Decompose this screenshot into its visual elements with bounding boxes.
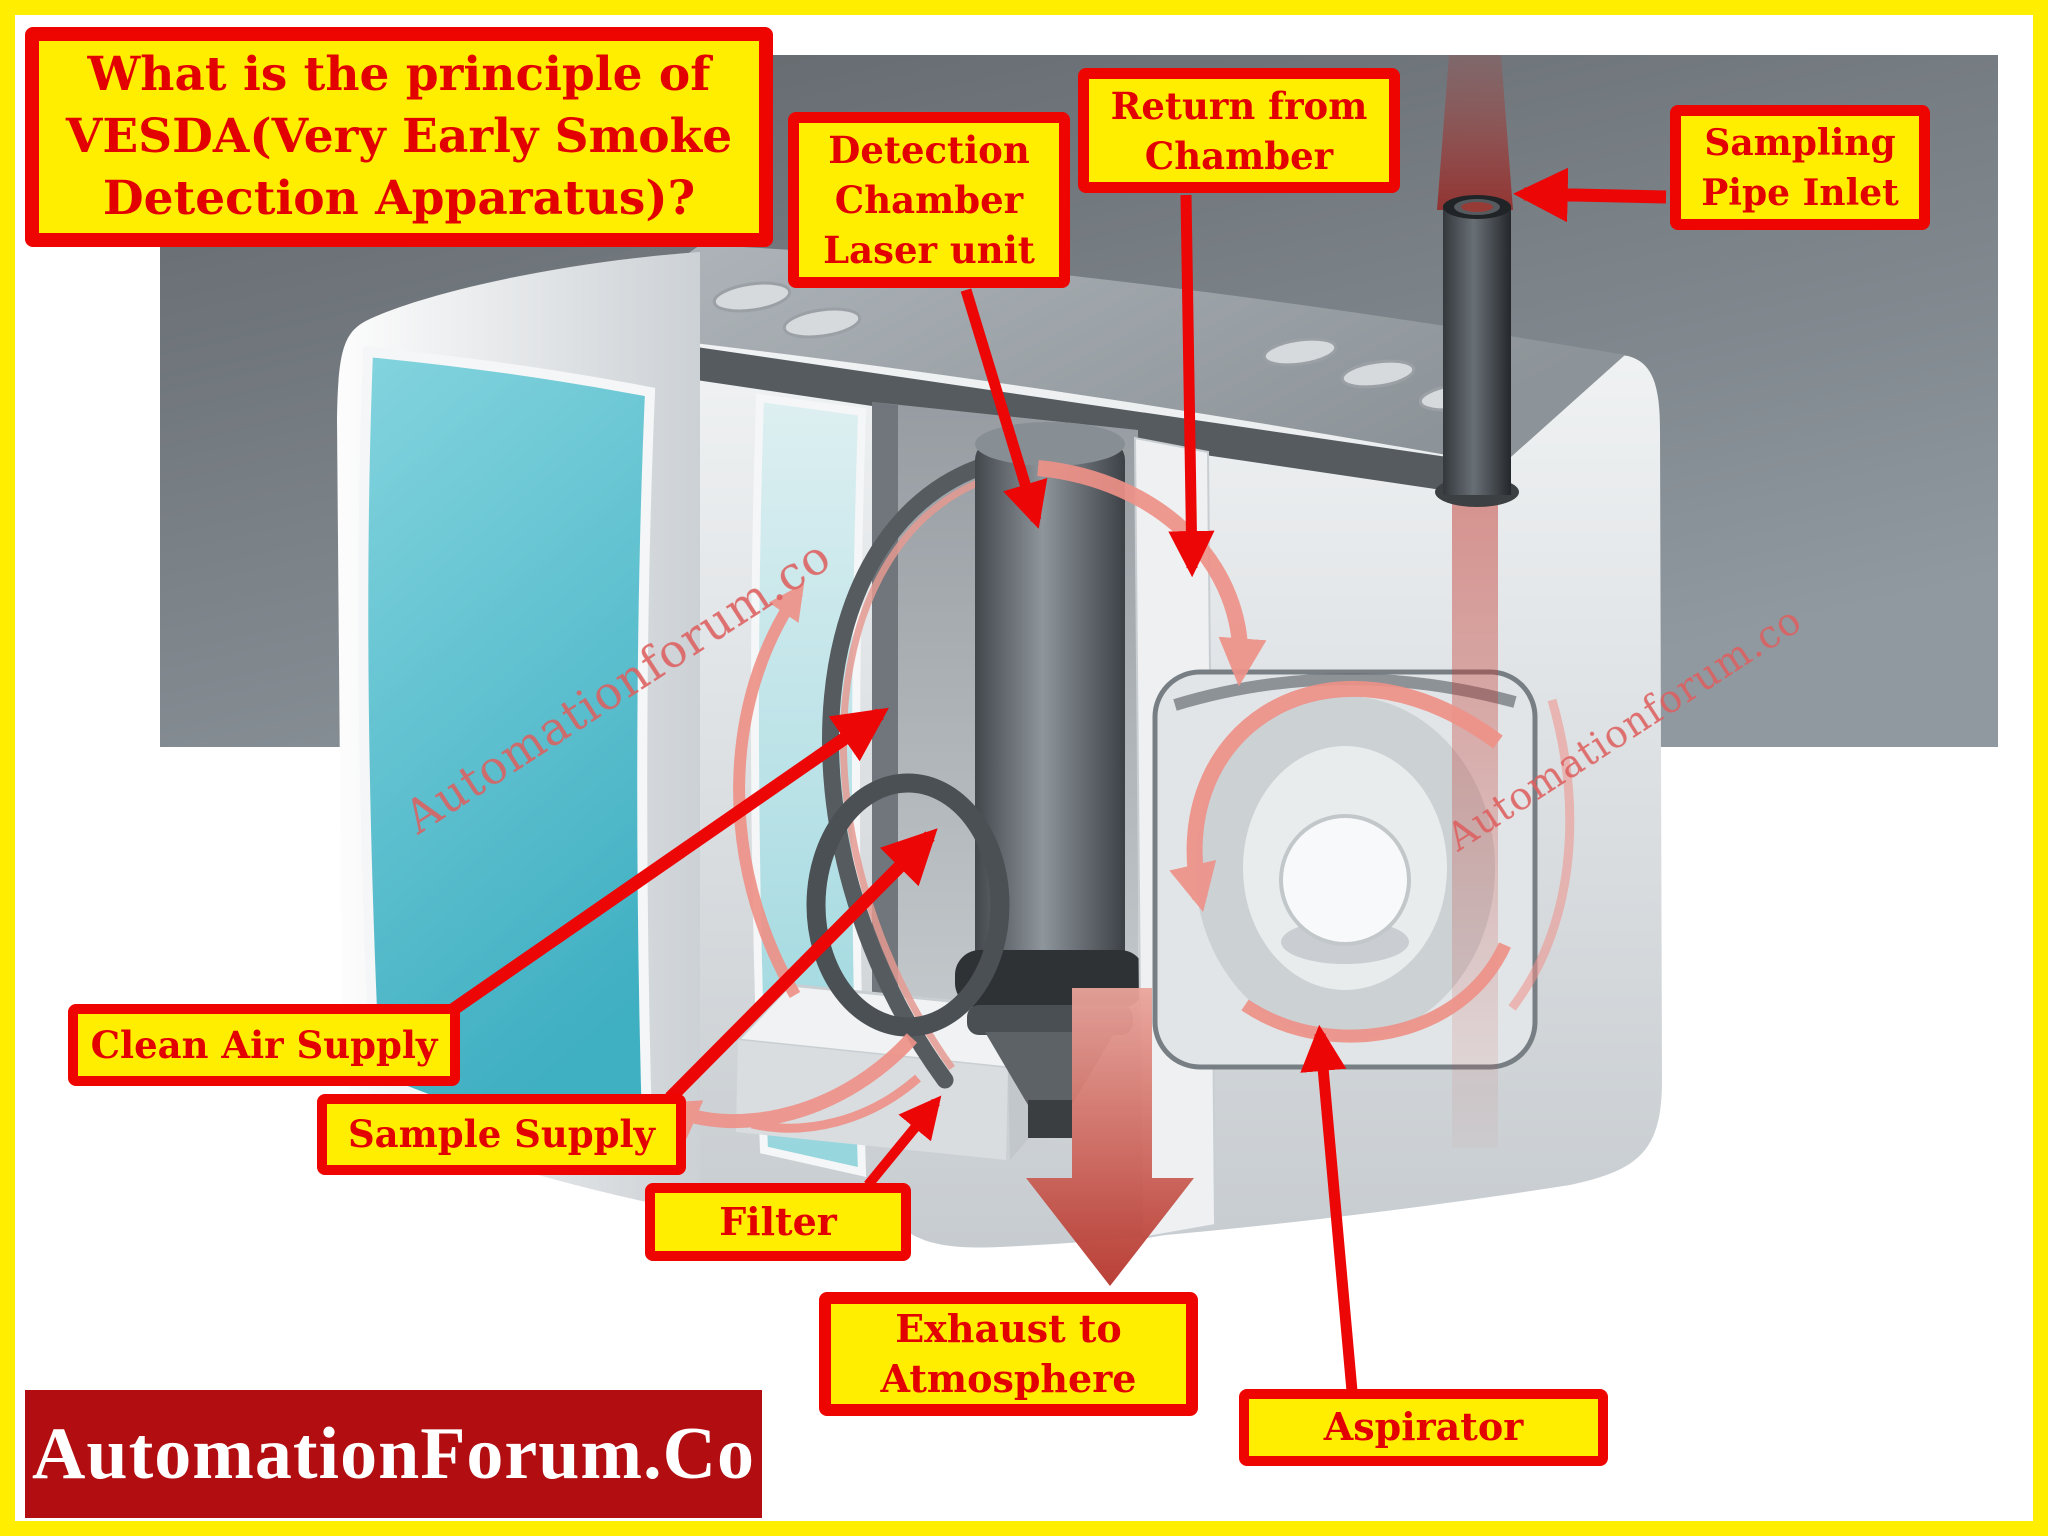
callout-line: Chamber: [1144, 133, 1334, 178]
vent-hole: [1262, 337, 1338, 367]
airflow-fan-swirl-lower: [1241, 942, 1511, 1043]
callout-line: Detection: [828, 128, 1030, 172]
annotation-arrows: [434, 167, 1667, 1392]
smoke-beam: [1437, 55, 1513, 210]
return-leader-arrow: [1168, 194, 1215, 578]
callout-line: Laser unit: [823, 228, 1035, 272]
callout-line: Pipe Inlet: [1701, 171, 1899, 214]
callout-return-from-chamber: Return from Chamber: [1078, 68, 1400, 193]
callout-line: Sample Supply: [347, 1112, 656, 1157]
aspirator-leader-arrow: [1300, 1024, 1358, 1392]
brand-banner: AutomationForum.Co: [25, 1390, 762, 1518]
callout-exhaust-to-atmosphere: Exhaust to Atmosphere: [819, 1292, 1198, 1416]
callout-line: Aspirator: [1323, 1404, 1524, 1450]
device-top-lid: [580, 245, 1625, 465]
callout-line: Return from: [1110, 83, 1368, 128]
airflow-under-laser-inner: [751, 1074, 921, 1133]
callout-clean-air-supply: Clean Air Supply: [68, 1004, 460, 1086]
airflow-fan-swirl-outer: [1508, 698, 1575, 1011]
title-line: What is the principle of: [87, 47, 711, 102]
callout-line: Clean Air Supply: [90, 1022, 438, 1067]
callout-line: Filter: [719, 1198, 837, 1244]
detection-leader-arrow: [960, 288, 1048, 529]
vent-hole: [1340, 359, 1416, 389]
exhaust-arrow: [1026, 988, 1194, 1286]
title-line: Detection Apparatus)?: [102, 171, 696, 226]
callout-line: Sampling: [1704, 121, 1896, 164]
sampling-pipe: [1435, 195, 1519, 507]
callout-detection-chamber-laser-unit: Detection Chamber Laser unit: [788, 112, 1070, 288]
callout-aspirator: Aspirator: [1239, 1389, 1608, 1466]
callout-line: Chamber: [834, 178, 1024, 222]
vent-hole: [782, 307, 862, 339]
callout-sampling-pipe-inlet: Sampling Pipe Inlet: [1670, 105, 1930, 230]
airflow-arrows: [656, 460, 1575, 1139]
airflow-clean-air-arc: [733, 583, 805, 999]
sampling-leader-arrow: [1513, 167, 1667, 223]
vent-hole: [712, 281, 792, 313]
filter-leader-arrow: [864, 1095, 942, 1189]
airflow-under-laser: [656, 1033, 918, 1139]
clean-air-tube: [822, 451, 1014, 1089]
clean-air-leader-arrow: [434, 707, 889, 1026]
sample-supply-leader-arrow: [665, 828, 938, 1103]
callout-line: Exhaust to: [895, 1306, 1122, 1351]
callout-filter: Filter: [645, 1183, 911, 1261]
sample-tube-loop: [806, 773, 1010, 1037]
clean-air-tube-flow: [839, 468, 1013, 1071]
title-line: VESDA(Very Early Smoke: [65, 109, 733, 164]
callout-line: Atmosphere: [880, 1356, 1137, 1401]
brand-text: AutomationForum.Co: [31, 1412, 756, 1495]
airflow-fan-swirl: [1169, 681, 1503, 913]
sampled-air-path: [1452, 498, 1498, 1148]
callout-sample-supply: Sample Supply: [317, 1094, 686, 1175]
lid-front-edge: [574, 330, 1502, 498]
title-box: What is the principle of VESDA(Very Earl…: [25, 27, 773, 247]
